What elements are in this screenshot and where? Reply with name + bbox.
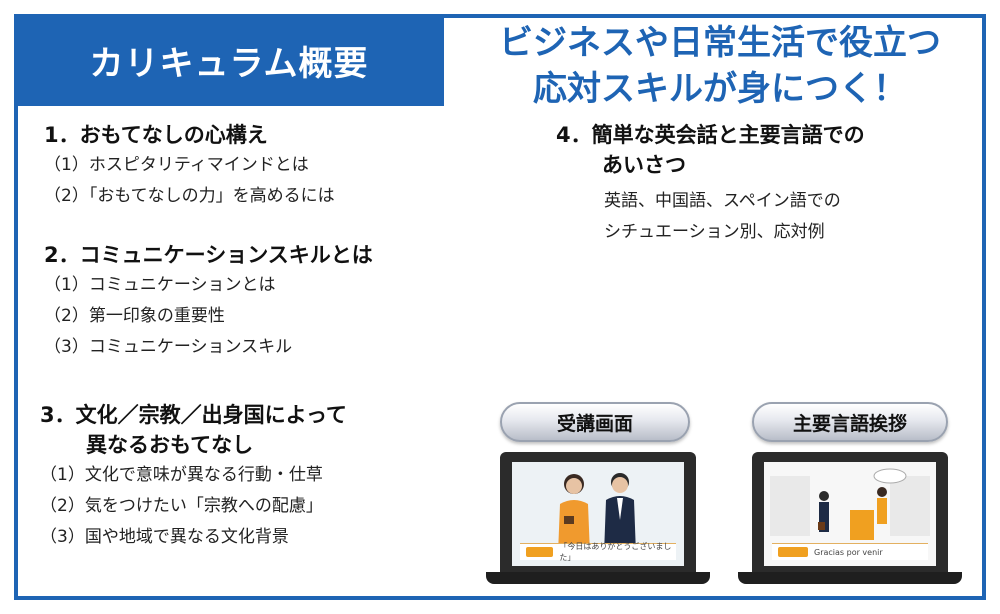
laptop-screen: Gracias por venir bbox=[752, 452, 948, 572]
lecture-screen-label: 受講画面 bbox=[500, 402, 690, 442]
section-4-body-line-1: 英語、中国語、スペイン語での bbox=[604, 191, 841, 211]
greeting-caption: Gracias por venir bbox=[814, 547, 883, 557]
section-3-heading-line-1: 3．文化／宗教／出身国によって bbox=[40, 403, 347, 427]
section-1-item: （2）「おもてなしの力」を高めるには bbox=[44, 186, 335, 206]
tagline-line-1: ビジネスや日常生活で役立つ bbox=[499, 23, 941, 63]
section-3-item: （3）国や地域で異なる文化背景 bbox=[40, 527, 289, 547]
section-3-heading-line-2: 異なるおもてなし bbox=[86, 433, 254, 457]
lecture-video-preview: 「今日はありがとうございました」 bbox=[512, 462, 684, 566]
section-1-heading: 1．おもてなしの心構え bbox=[44, 123, 268, 147]
greeting-video-preview: Gracias por venir bbox=[764, 462, 936, 566]
title-banner: カリキュラム概要 bbox=[14, 14, 444, 106]
section-2-heading: 2．コミュニケーションスキルとは bbox=[44, 243, 373, 267]
section-2: 2．コミュニケーションスキルとは （1）コミュニケーションとは （2）第一印象の… bbox=[44, 240, 373, 363]
section-4: 4．簡単な英会話と主要言語での あいさつ 英語、中国語、スペイン語での シチュエ… bbox=[556, 120, 865, 248]
caption-tag bbox=[778, 547, 808, 557]
section-4-heading-line-1: 4．簡単な英会話と主要言語での bbox=[556, 123, 865, 147]
greeting-screen-label: 主要言語挨拶 bbox=[752, 402, 948, 442]
section-1: 1．おもてなしの心構え （1）ホスピタリティマインドとは （2）「おもてなしの力… bbox=[44, 120, 335, 212]
section-3-item: （1）文化で意味が異なる行動・仕草 bbox=[40, 465, 323, 485]
lecture-caption-bar: 「今日はありがとうございました」 bbox=[520, 542, 676, 562]
laptop-base bbox=[486, 572, 710, 584]
tagline-line-2: 応対スキルが身につく！ bbox=[533, 69, 907, 109]
laptop-screen: 「今日はありがとうございました」 bbox=[500, 452, 696, 572]
section-4-heading-line-2: あいさつ bbox=[602, 153, 686, 177]
tagline: ビジネスや日常生活で役立つ 応対スキルが身につく！ bbox=[460, 20, 980, 112]
lecture-caption: 「今日はありがとうございました」 bbox=[559, 542, 672, 562]
section-4-body-line-2: シチュエーション別、応対例 bbox=[604, 222, 825, 242]
section-2-item: （3）コミュニケーションスキル bbox=[44, 337, 293, 357]
greeting-laptop: Gracias por venir bbox=[738, 452, 962, 586]
greeting-caption-bar: Gracias por venir bbox=[772, 543, 928, 560]
section-2-item: （2）第一印象の重要性 bbox=[44, 306, 225, 326]
laptop-base bbox=[738, 572, 962, 584]
section-1-item: （1）ホスピタリティマインドとは bbox=[44, 155, 309, 175]
section-3: 3．文化／宗教／出身国によって 異なるおもてなし （1）文化で意味が異なる行動・… bbox=[40, 400, 347, 553]
section-2-item: （1）コミュニケーションとは bbox=[44, 275, 276, 295]
section-3-item: （2）気をつけたい「宗教への配慮」 bbox=[40, 496, 323, 516]
lecture-laptop: 「今日はありがとうございました」 bbox=[486, 452, 710, 586]
page-title: カリキュラム概要 bbox=[89, 43, 369, 84]
caption-tag bbox=[526, 547, 554, 557]
